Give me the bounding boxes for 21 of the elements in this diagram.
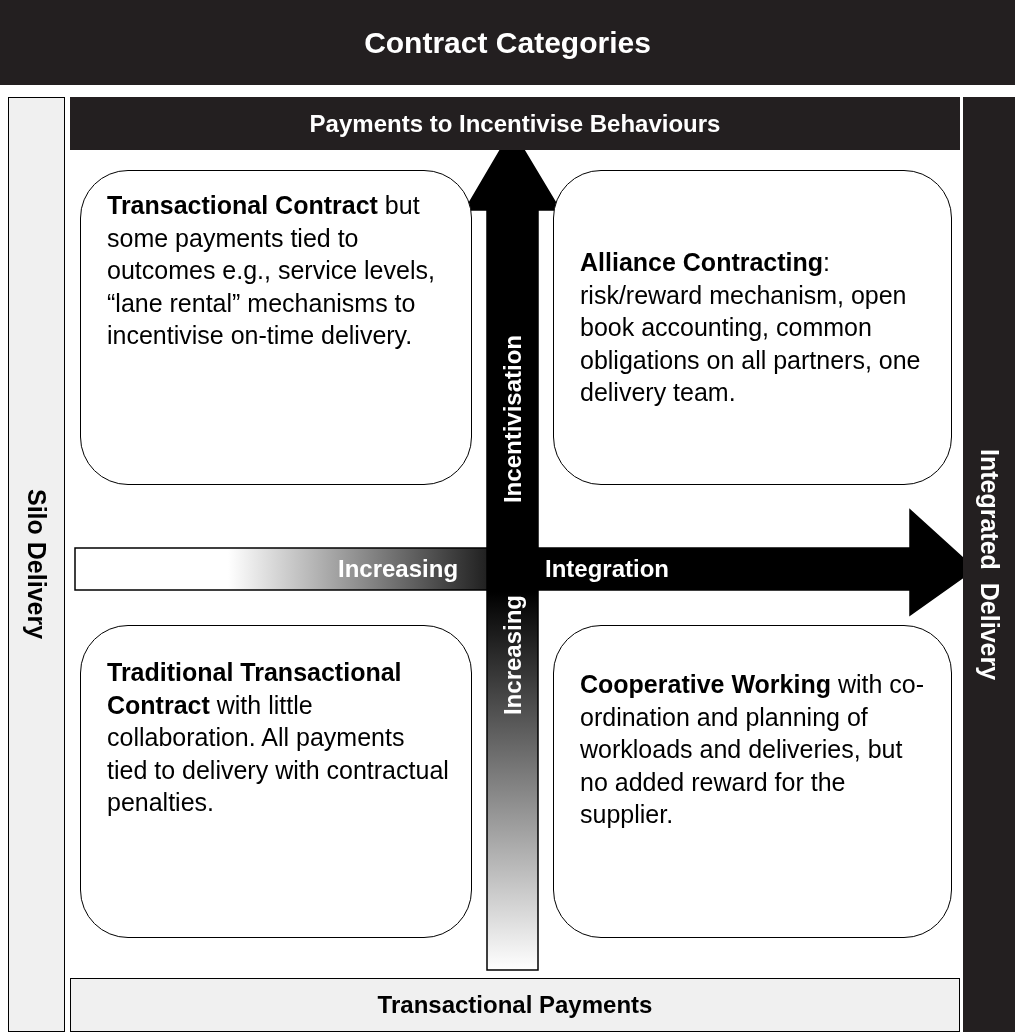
quadrant-box — [553, 170, 952, 485]
quadrant-text: Alliance Contracting: risk/reward mechanism, open book accounting, common obligations on all partners, one delivery team. — [580, 248, 921, 406]
arrow-label: Increasing — [499, 595, 527, 716]
arrow-label: Integration — [545, 555, 669, 583]
side-band — [963, 97, 1015, 1032]
quadrant-box — [553, 625, 952, 938]
band-label: Silo Delivery — [22, 489, 51, 640]
footer-band — [70, 978, 960, 1032]
band-label: Payments to Incentivise Behaviours — [309, 109, 721, 138]
quadrant-box — [80, 170, 472, 485]
header-band — [70, 97, 960, 150]
band-label: Integrated Delivery — [974, 448, 1004, 681]
side-band — [8, 97, 65, 1032]
quadrant-text: Transactional Contract but some payments tied to outcomes e.g., service levels, “lane rental” mechanisms to incentivise on-time delivery. — [107, 191, 435, 349]
arrow-label: Increasing — [338, 555, 459, 583]
quadrant-box — [80, 625, 472, 938]
arrow-label: Incentivisation — [499, 335, 527, 504]
quadrant-text: Cooperative Working with co-ordination and planning of workloads and deliveries, but no added reward for the supplier. — [580, 670, 925, 828]
title: Contract Categories — [364, 25, 651, 60]
quadrant-text: Traditional Transactional Contract with little collaboration. All payments tied to delivery with contractual penalties. — [107, 658, 449, 816]
band-label: Transactional Payments — [377, 991, 653, 1019]
